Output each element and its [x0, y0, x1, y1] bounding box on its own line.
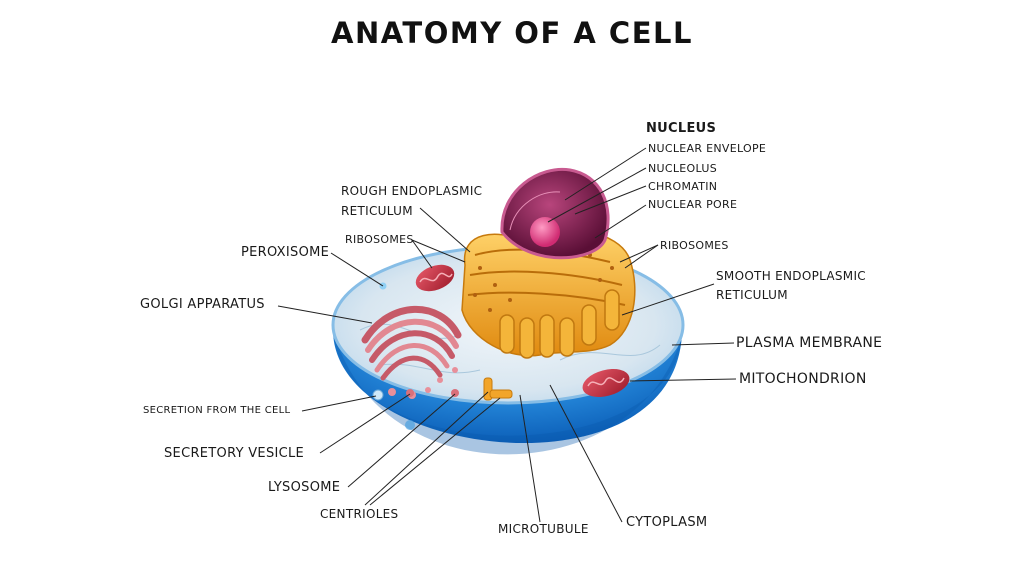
label-peroxisome: PEROXISOME — [241, 245, 330, 260]
label-smooth-er-line2: RETICULUM — [716, 288, 788, 302]
mitochondria — [415, 264, 630, 398]
label-ribosomes-right: RIBOSOMES — [660, 239, 729, 252]
nucleolus — [530, 217, 560, 247]
vesicles — [372, 282, 459, 430]
label-nucleolus: NUCLEOLUS — [648, 162, 718, 175]
label-nuclear-pore: NUCLEAR PORE — [648, 198, 738, 211]
golgi-apparatus — [361, 305, 462, 399]
label-smooth-er-line1: SMOOTH ENDOPLASMIC — [716, 269, 866, 283]
diagram-title: ANATOMY OF A CELL — [331, 16, 693, 50]
label-microtubule: MICROTUBULE — [498, 522, 589, 536]
label-centrioles: CENTRIOLES — [320, 507, 399, 521]
label-mitochondrion: MITOCHONDRION — [739, 371, 867, 387]
leader-lines — [277, 147, 737, 523]
label-chromatin: CHROMATIN — [648, 180, 718, 193]
label-cytoplasm: CYTOPLASM — [626, 515, 708, 530]
label-rough-er-line1: ROUGH ENDOPLASMIC — [341, 184, 483, 198]
label-nuclear-envelope: NUCLEAR ENVELOPE — [648, 142, 767, 155]
label-nucleus: NUCLEUS — [646, 121, 717, 136]
label-lysosome: LYSOSOME — [268, 480, 341, 495]
label-golgi-apparatus: GOLGI APPARATUS — [140, 297, 265, 312]
label-ribosomes-left: RIBOSOMES — [345, 233, 414, 246]
label-plasma-membrane: PLASMA MEMBRANE — [736, 335, 883, 351]
label-secretory-vesicle: SECRETORY VESICLE — [164, 446, 305, 461]
label-rough-er-line2: RETICULUM — [341, 204, 413, 218]
nucleus — [500, 167, 610, 260]
label-secretion-from-cell: SECRETION FROM THE CELL — [143, 405, 291, 416]
